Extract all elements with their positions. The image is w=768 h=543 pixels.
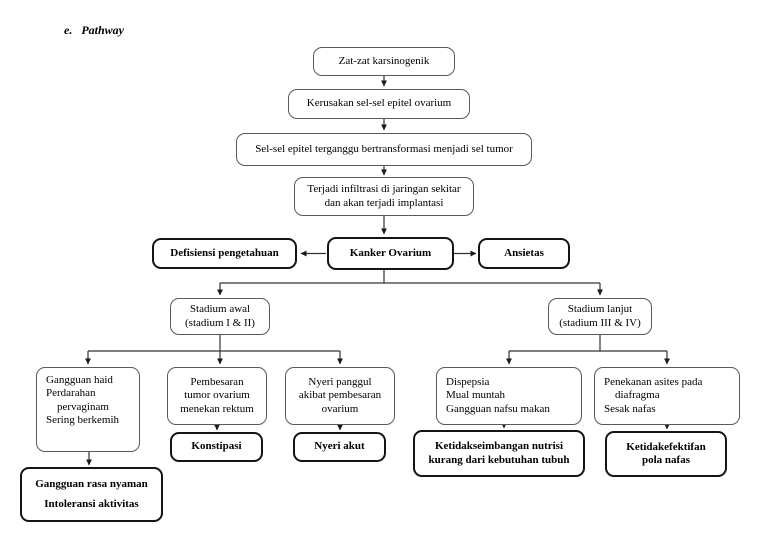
node-line: pola nafas [642,454,690,466]
node-infiltrasi: Terjadi infiltrasi di jaringan sekitar d… [294,177,474,216]
node-line: Gangguan nafsu makan [446,402,550,415]
node-transformasi-tumor: Sel-sel epitel terganggu bertransformasi… [236,133,532,166]
node-gangguan-rasa-nyaman: Gangguan rasa nyaman Intoleransi aktivit… [20,467,163,522]
node-line: Perdarahan [46,387,96,400]
node-line: dan akan terjadi implantasi [324,196,444,209]
node-line: Nyeri panggul [308,375,372,388]
node-line: menekan rektum [180,402,254,415]
node-line: Terjadi infiltrasi di jaringan sekitar [307,183,461,196]
node-ketidakseimbangan-nutrisi: Ketidakseimbangan nutrisi kurang dari ke… [413,430,585,477]
node-line: Dispepsia [446,375,490,388]
node-line: Sering berkemih [46,414,120,427]
node-ansietas: Ansietas [478,238,570,269]
node-kanker-ovarium: Kanker Ovarium [327,237,454,270]
node-line: Ketidakseimbangan nutrisi [434,440,564,453]
node-line: Intoleransi aktivitas [44,497,139,510]
node-kerusakan-epitel: Kerusakan sel-sel epitel ovarium [288,89,470,119]
node-line: Mual muntah [446,389,505,402]
node-line: (stadium I & II) [185,316,255,329]
node-line: tumor ovarium [184,389,250,402]
node-stadium-awal: Stadium awal (stadium I & II) [170,298,270,335]
node-ketidakefektifan-pola-nafas: Ketidakefektifan pola nafas [605,431,727,477]
node-penekanan-asites: Penekanan asites pada diafragma Sesak na… [594,367,740,425]
node-stadium-lanjut: Stadium lanjut (stadium III & IV) [548,298,652,335]
node-line: kurang dari kebutuhan tubuh [428,453,570,466]
node-line: Stadium awal [189,303,251,316]
node-pembesaran-tumor: Pembesaran tumor ovarium menekan rektum [167,367,267,425]
node-line: Sesak nafas [604,402,656,415]
node-line: Gangguan haid [46,374,113,386]
node-nyeri-panggul: Nyeri panggul akibat pembesaran ovarium [285,367,395,425]
node-line: pervaginam [57,400,109,413]
node-konstipasi: Konstipasi [170,432,263,462]
node-dispepsia: Dispepsia Mual muntah Gangguan nafsu mak… [436,367,582,425]
node-zat-karsinogenik: Zat-zat karsinogenik [313,47,455,76]
node-line: ovarium [321,402,359,415]
node-line: Penekanan asites pada [604,375,703,388]
node-line: Ketidakefektifan [626,440,706,453]
node-defisiensi-pengetahuan: Defisiensi pengetahuan [152,238,297,269]
node-line: Stadium lanjut [567,303,633,316]
node-nyeri-akut: Nyeri akut [293,432,386,462]
node-line: (stadium III & IV) [559,316,641,329]
node-line: akibat pembesaran [298,389,382,402]
node-line: diafragma [615,389,660,402]
node-gangguan-haid: Gangguan haid Perdarahan pervaginam Seri… [36,367,140,452]
page-title: e. Pathway [64,23,124,37]
node-line: Gangguan rasa nyaman [35,477,148,490]
node-line: Pembesaran [190,375,244,388]
